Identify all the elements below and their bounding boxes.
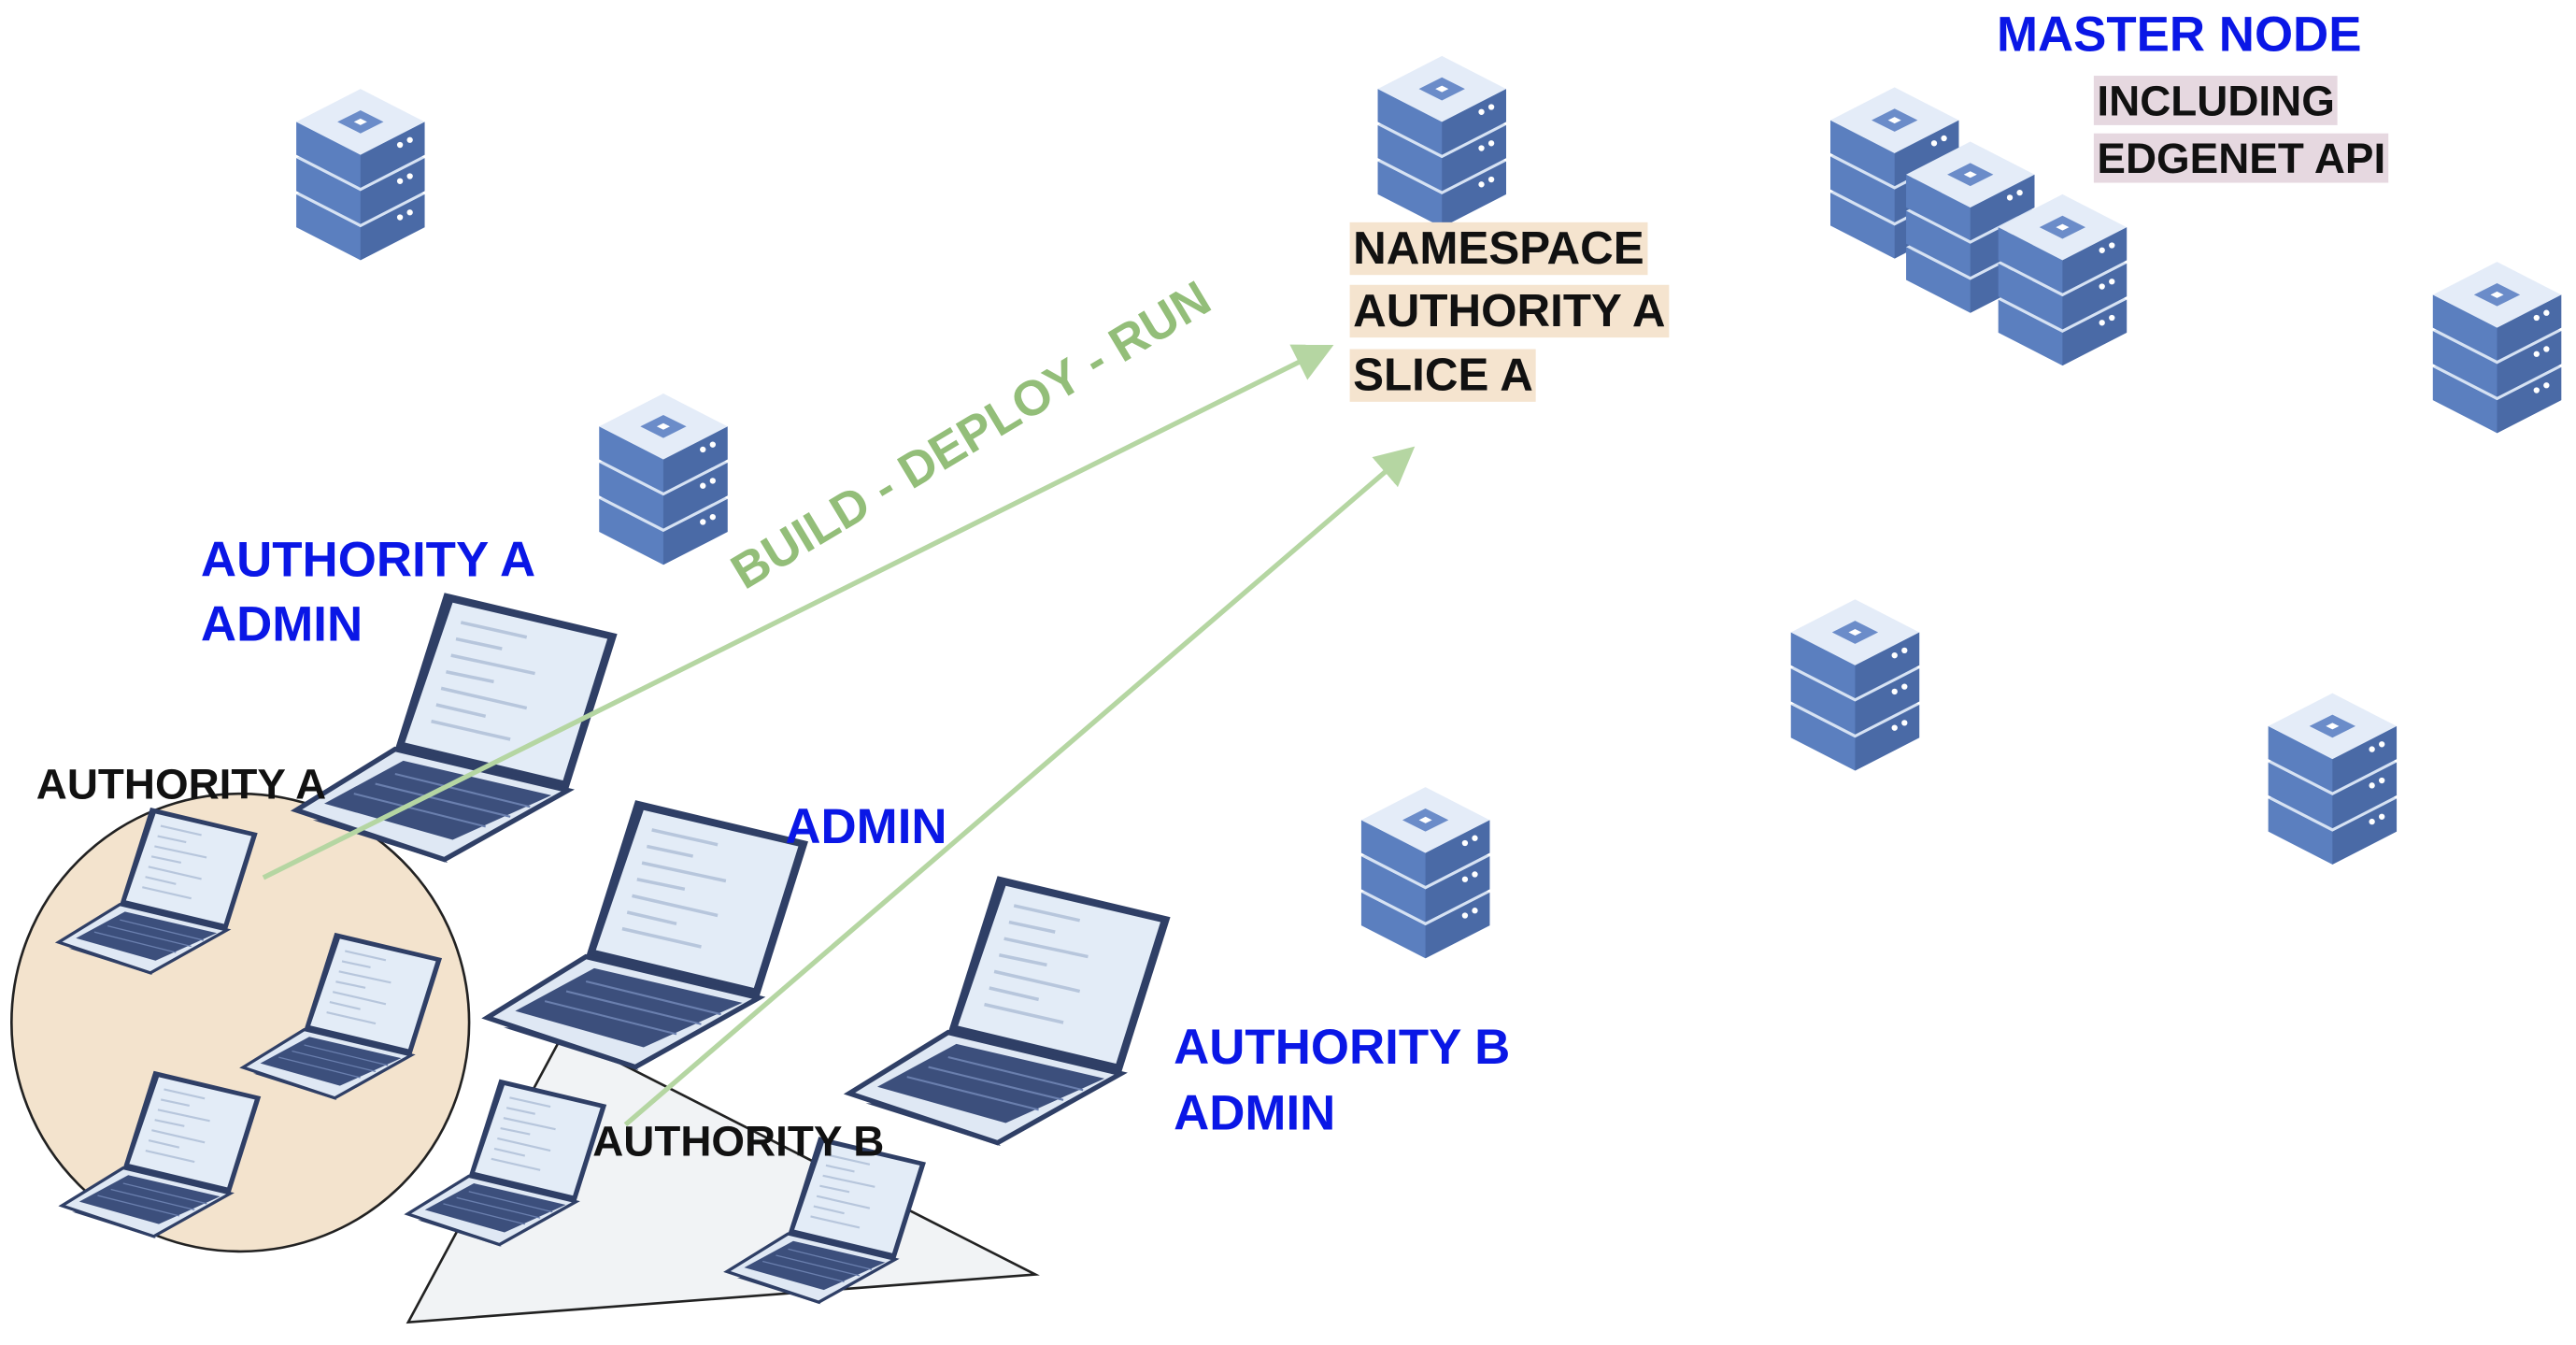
authority-a-admin-label-line2: ADMIN xyxy=(200,597,363,652)
authority-b-admin-laptop-icon xyxy=(849,876,1171,1146)
master-node-label: MASTER NODE xyxy=(1996,7,2362,63)
authority-b-label: AUTHORITY B xyxy=(592,1116,885,1166)
namespace-label-line1: NAMESPACE xyxy=(1349,222,1648,276)
arrow-authority-b-to-namespace xyxy=(623,446,1416,1127)
master-node-note-line1: INCLUDING xyxy=(2093,76,2339,125)
namespace-label-line2: AUTHORITY A xyxy=(1349,284,1669,338)
server-icon xyxy=(2268,693,2398,865)
server-icon xyxy=(296,89,425,261)
authority-b-admin-label-line1: AUTHORITY B xyxy=(1174,1021,1511,1076)
server-icon xyxy=(1790,599,1920,771)
arrow-authority-a-to-namespace xyxy=(262,344,1334,880)
server-icon xyxy=(1377,55,1506,228)
authority-a-label: AUTHORITY A xyxy=(36,759,327,808)
authority-b-admin-label-line2: ADMIN xyxy=(1174,1086,1336,1141)
authority-a-admin-label-line1: AUTHORITY A xyxy=(200,533,536,588)
namespace-label-line3: SLICE A xyxy=(1349,349,1537,402)
admin-label: ADMIN xyxy=(785,800,947,855)
admin-laptop-icon xyxy=(487,800,808,1070)
server-icon xyxy=(599,393,728,565)
server-icon xyxy=(1360,787,1490,959)
master-node-server-icon xyxy=(1998,193,2128,366)
server-icon xyxy=(2432,262,2562,434)
master-node-note-line2: EDGENET API xyxy=(2093,133,2389,183)
